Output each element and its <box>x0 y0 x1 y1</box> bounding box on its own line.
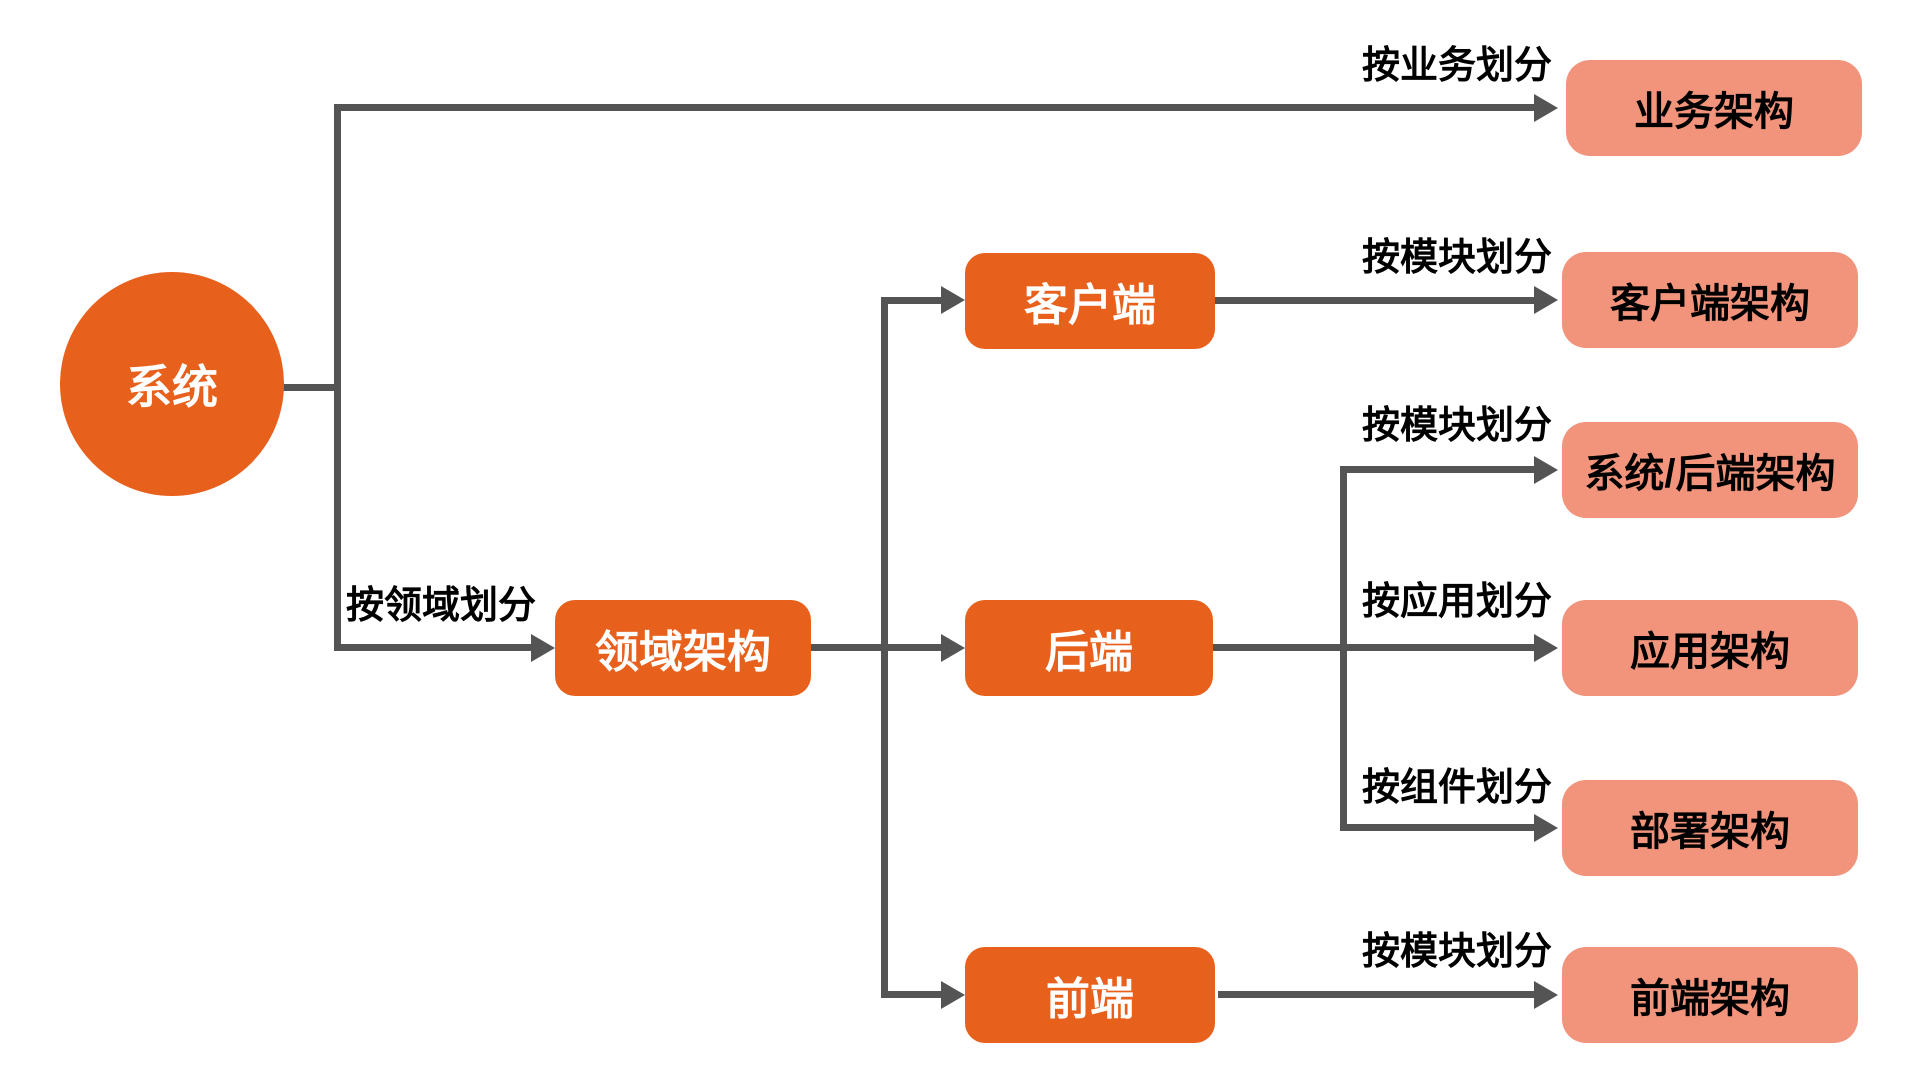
node-domain-arch: 领域架构 <box>555 600 811 696</box>
connector-to-deploy-arch <box>1340 824 1534 831</box>
connector-to-business-arch <box>334 104 1538 111</box>
edge-label-by-component: 按组件划分 <box>1361 767 1552 809</box>
arrowhead-client-arch-icon <box>1534 286 1558 314</box>
connector-backend-to-app-arch <box>1213 644 1534 651</box>
connector-domain-to-backend <box>811 644 941 651</box>
edge-label-by-module-frontend: 按模块划分 <box>1361 931 1552 973</box>
edge-label-by-domain: 按领域划分 <box>346 585 537 627</box>
node-business-arch: 业务架构 <box>1566 60 1862 156</box>
connector-to-frontend <box>881 991 941 998</box>
node-system-root: 系统 <box>60 272 284 496</box>
node-app-arch: 应用架构 <box>1562 600 1858 696</box>
node-client: 客户端 <box>965 253 1215 349</box>
node-deploy-arch: 部署架构 <box>1562 780 1858 876</box>
connector-backend-trunk <box>1340 466 1347 831</box>
connector-root-stub <box>275 384 341 391</box>
connector-to-client <box>881 297 941 304</box>
node-system-backend-arch: 系统/后端架构 <box>1562 422 1858 518</box>
edge-label-by-application: 按应用划分 <box>1361 581 1552 623</box>
arrowhead-business-arch-icon <box>1534 94 1558 122</box>
arrowhead-app-arch-icon <box>1534 634 1558 662</box>
arrowhead-system-backend-arch-icon <box>1534 456 1558 484</box>
edge-label-by-module-client: 按模块划分 <box>1361 237 1552 279</box>
connector-to-system-backend-arch <box>1340 466 1534 473</box>
connector-to-domain-arch <box>334 644 535 651</box>
arrowhead-deploy-arch-icon <box>1534 814 1558 842</box>
arrowhead-backend-icon <box>941 634 965 662</box>
connector-client-to-client-arch <box>1215 297 1534 304</box>
node-client-arch: 客户端架构 <box>1562 252 1858 348</box>
connector-root-trunk <box>334 104 341 651</box>
arrowhead-client-icon <box>941 286 965 314</box>
edge-label-by-module-backend: 按模块划分 <box>1361 405 1552 447</box>
arrowhead-frontend-icon <box>941 981 965 1009</box>
node-frontend: 前端 <box>965 947 1215 1043</box>
arrowhead-frontend-arch-icon <box>1534 981 1558 1009</box>
connector-domain-trunk <box>881 297 888 998</box>
connector-frontend-to-frontend-arch <box>1218 991 1534 998</box>
arrowhead-domain-arch-icon <box>531 634 555 662</box>
edge-label-by-business: 按业务划分 <box>1361 45 1552 87</box>
node-frontend-arch: 前端架构 <box>1562 947 1858 1043</box>
node-backend: 后端 <box>965 600 1213 696</box>
